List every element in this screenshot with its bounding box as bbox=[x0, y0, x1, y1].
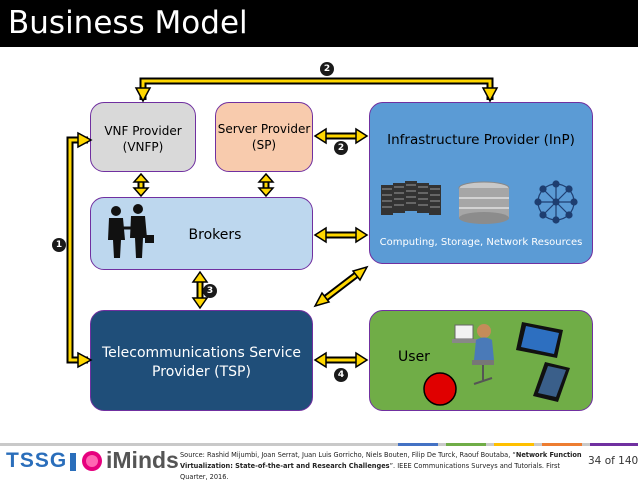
infrastructure-resources-label: Computing, Storage, Network Resources bbox=[379, 237, 583, 248]
arrow-vnf-inp-top bbox=[134, 77, 499, 103]
page-number: 34 of 140 bbox=[588, 455, 638, 467]
server-provider-box: Server Provider (SP) bbox=[215, 102, 313, 172]
arrow-vnf-tsp-left bbox=[66, 131, 93, 369]
title-bar: Business Model bbox=[0, 0, 638, 47]
badge-brokers-tsp-3: 3 bbox=[203, 284, 217, 298]
tssg-logo-icon bbox=[70, 453, 76, 471]
badge-tsp-user-4: 4 bbox=[334, 368, 348, 382]
iminds-logo: iMinds bbox=[106, 447, 179, 473]
arrow-vnf-brokers bbox=[132, 172, 150, 198]
arrow-sp-brokers bbox=[257, 172, 275, 198]
infrastructure-provider-label: Infrastructure Provider (InP) bbox=[387, 132, 575, 148]
arrow-tsp-user bbox=[313, 351, 369, 369]
server-provider-label: Server Provider (SP) bbox=[217, 122, 311, 152]
brokers-box: Brokers bbox=[90, 197, 313, 270]
tsp-box: Telecommunications Service Provider (TSP… bbox=[90, 310, 313, 411]
arrow-brokers-inp bbox=[313, 226, 369, 244]
footer-color-bar bbox=[0, 443, 638, 446]
arrow-tsp-inp bbox=[313, 265, 369, 308]
vnf-provider-box: VNF Provider (VNFP) bbox=[90, 102, 196, 172]
user-label: User bbox=[398, 349, 430, 365]
source-citation: Source: Rashid Mijumbi, Joan Serrat, Jua… bbox=[180, 450, 585, 483]
tssg-logo: TSSG bbox=[6, 449, 68, 472]
source-title: Network Function Virtualization: State-o… bbox=[180, 451, 582, 470]
tsp-label: Telecommunications Service Provider (TSP… bbox=[101, 345, 302, 380]
infrastructure-provider-box: Infrastructure Provider (InP) Computing,… bbox=[369, 102, 593, 264]
source-prefix: Source: Rashid Mijumbi, Joan Serrat, Jua… bbox=[180, 451, 516, 459]
brokers-label: Brokers bbox=[188, 227, 242, 243]
user-box: User bbox=[369, 310, 593, 411]
badge-left-1: 1 bbox=[52, 238, 66, 252]
badge-sp-inp-2: 2 bbox=[334, 141, 348, 155]
source-suffix: ”. IEEE Communications Surveys and Tutor… bbox=[180, 462, 560, 481]
badge-top-2: 2 bbox=[320, 62, 334, 76]
iminds-logo-icon bbox=[82, 451, 102, 471]
vnf-provider-label: VNF Provider (VNFP) bbox=[104, 124, 182, 154]
slide-title: Business Model bbox=[8, 5, 248, 41]
